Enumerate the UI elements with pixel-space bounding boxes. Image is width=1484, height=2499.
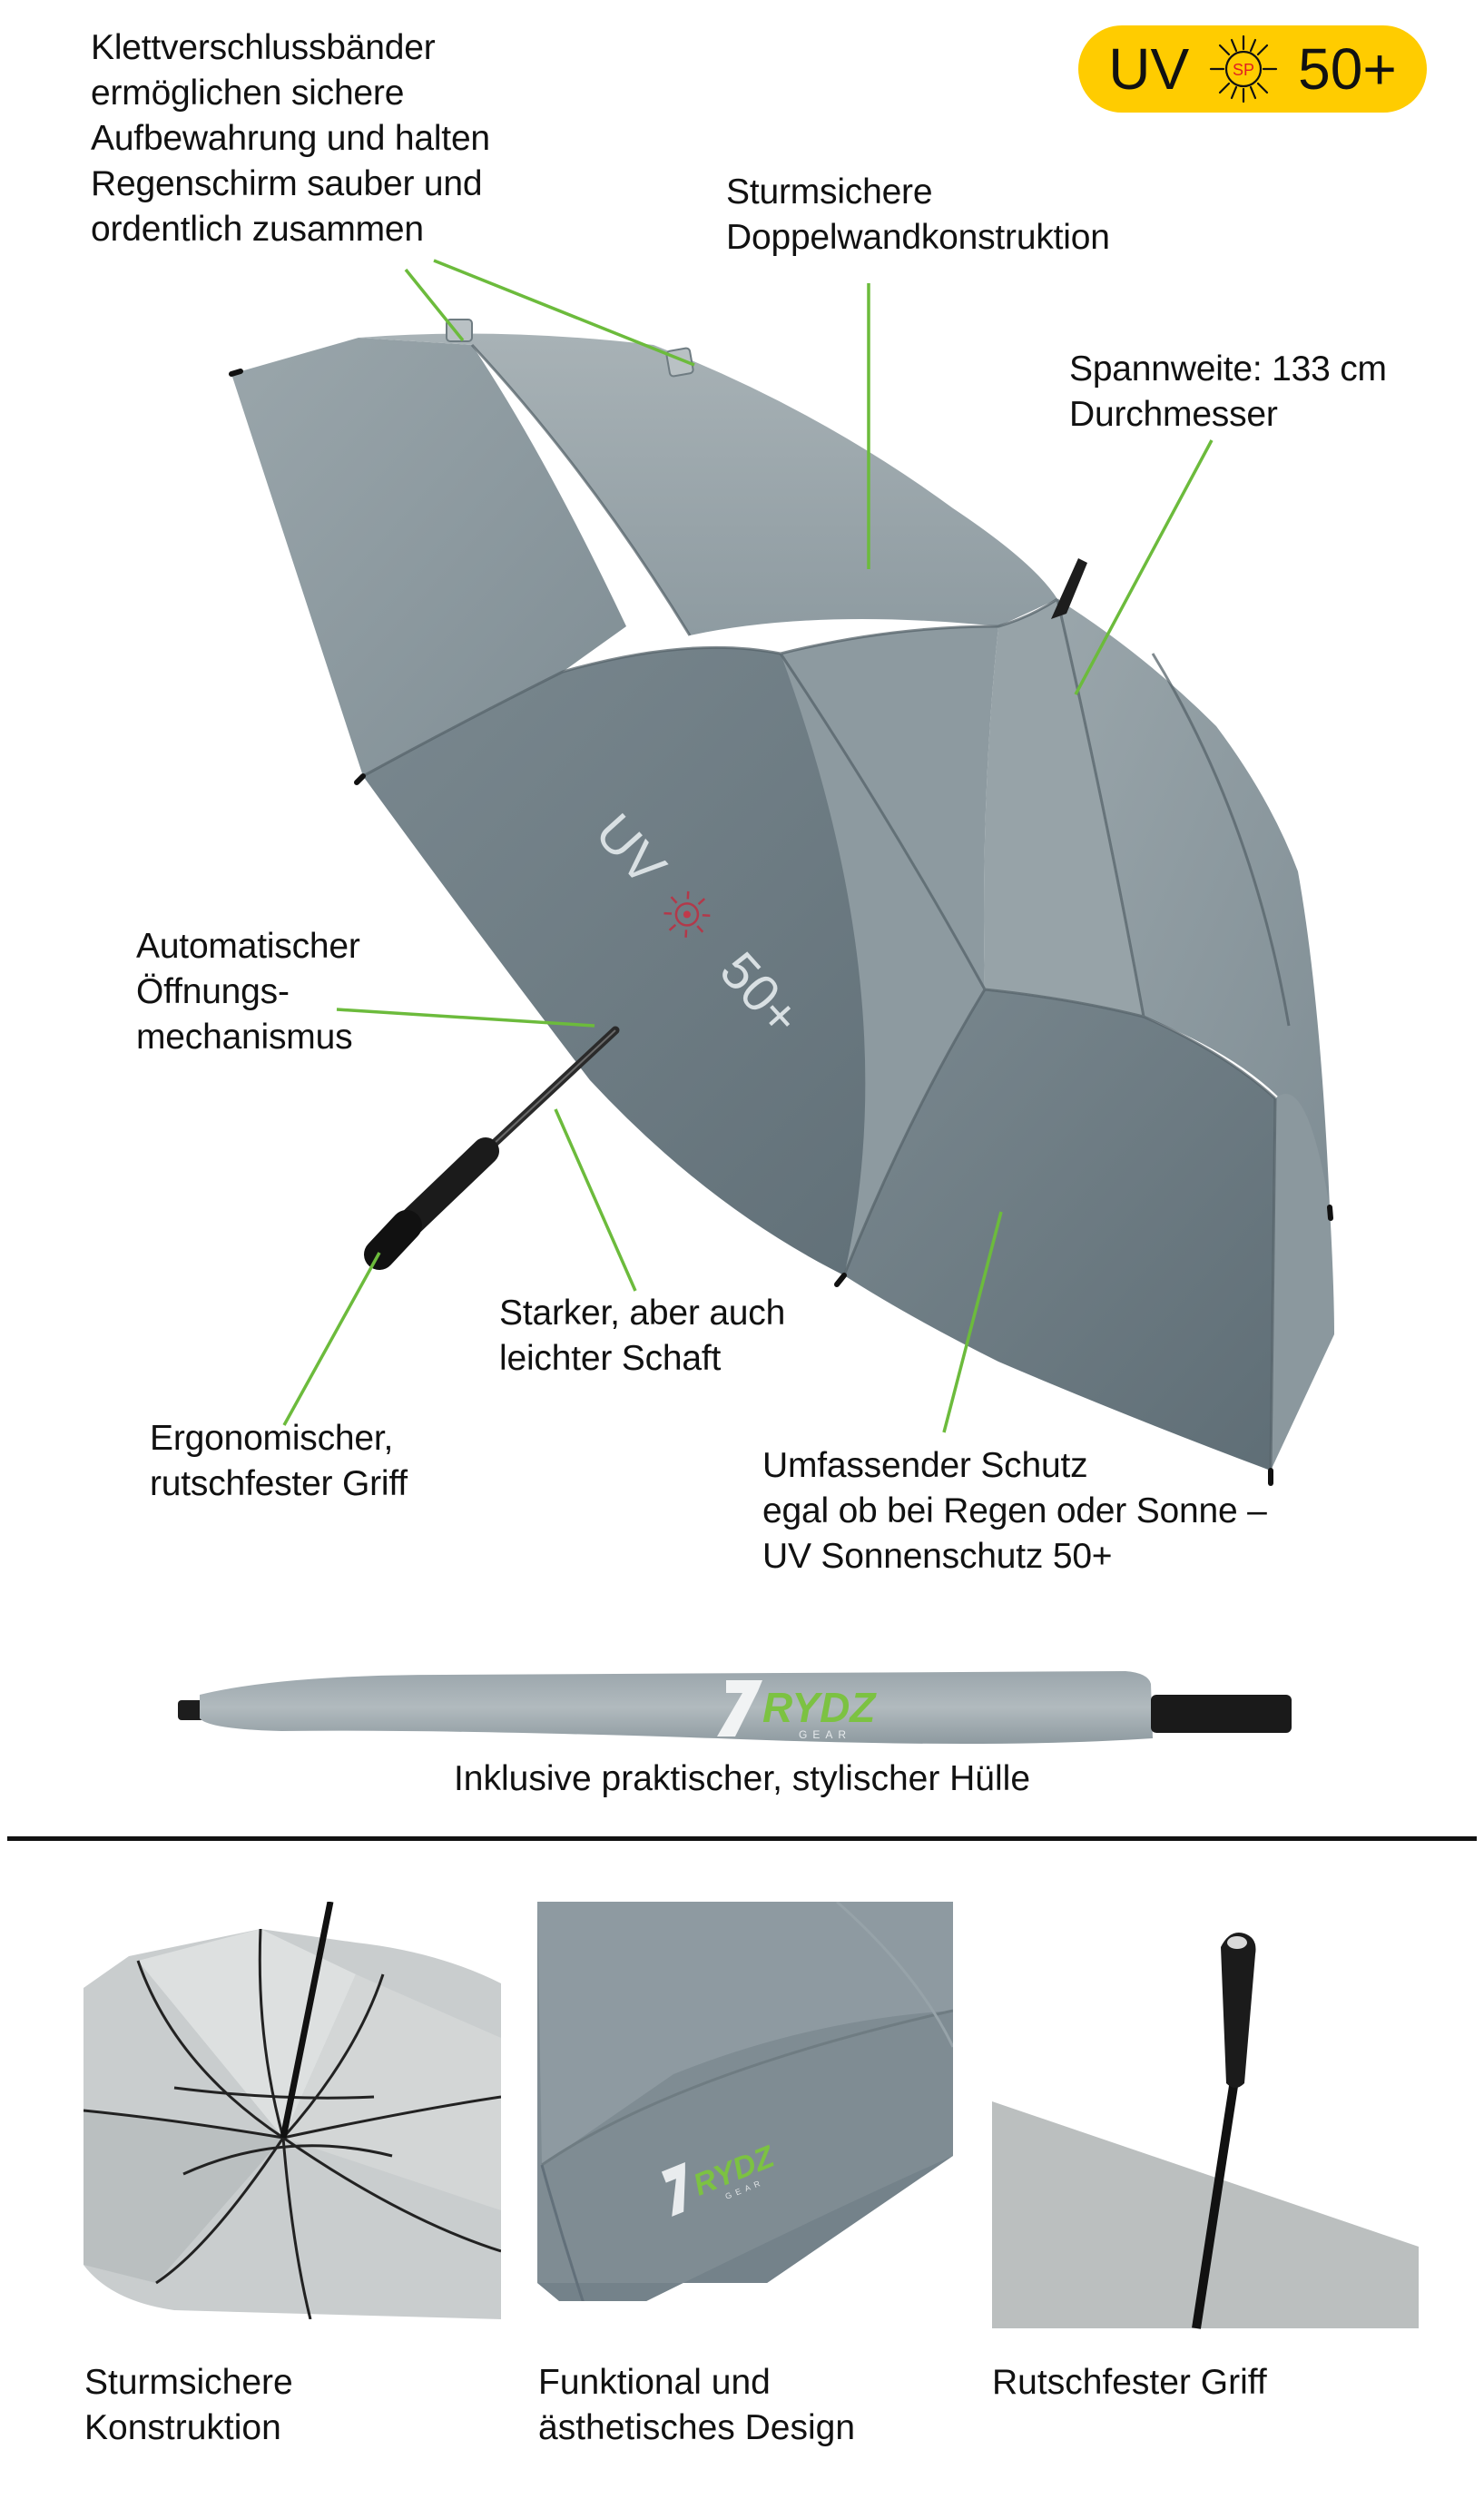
sleeve-caption: Inklusive praktischer, stylischer Hülle — [453, 1759, 1031, 1798]
callout-grip: Ergonomischer, rutschfester Griff — [150, 1419, 408, 1503]
callout-auto-open: Automatischer Öffnungs- mechanismus — [136, 927, 360, 1057]
badge-uv-text: UV — [1108, 36, 1190, 102]
thumbnail-grip — [992, 1902, 1419, 2337]
callout-protection: Umfassender Schutz egal ob bei Regen ode… — [762, 1446, 1267, 1576]
svg-text:RYDZ: RYDZ — [762, 1684, 877, 1731]
umbrella-sleeve-image: RYDZ GEAR — [172, 1648, 1352, 1747]
thumbnail-frame-construction — [84, 1902, 501, 2319]
canopy-sun-icon — [663, 890, 711, 938]
thumbnail-design: RYDZ GEAR — [537, 1902, 953, 2328]
svg-text:SP: SP — [1233, 61, 1254, 79]
callout-double-canopy: Sturmsichere Doppelwandkonstruktion — [726, 172, 1110, 257]
uv-50-badge: UV SP 50+ — [1078, 25, 1427, 113]
badge-50-text: 50+ — [1298, 36, 1397, 102]
callout-shaft: Starker, aber auch leichter Schaft — [499, 1294, 786, 1378]
umbrella-illustration: UV 50+ — [229, 259, 1334, 1486]
thumbnail-caption-design: Funktional und ästhetisches Design — [538, 2363, 856, 2447]
thumbnail-caption-grip: Rutschfester Griff — [992, 2363, 1267, 2402]
thumbnail-caption-construction: Sturmsichere Konstruktion — [84, 2363, 293, 2447]
svg-text:GEAR: GEAR — [799, 1728, 851, 1741]
sleeve-brand-logo: RYDZ GEAR — [717, 1680, 877, 1741]
sun-icon: SP — [1205, 31, 1282, 107]
section-divider — [7, 1836, 1477, 1841]
callout-span-diameter: Spannweite: 133 cm Durchmesser — [1069, 349, 1387, 434]
callout-velcro-straps: Klettverschlussbänder ermöglichen sicher… — [91, 28, 490, 249]
